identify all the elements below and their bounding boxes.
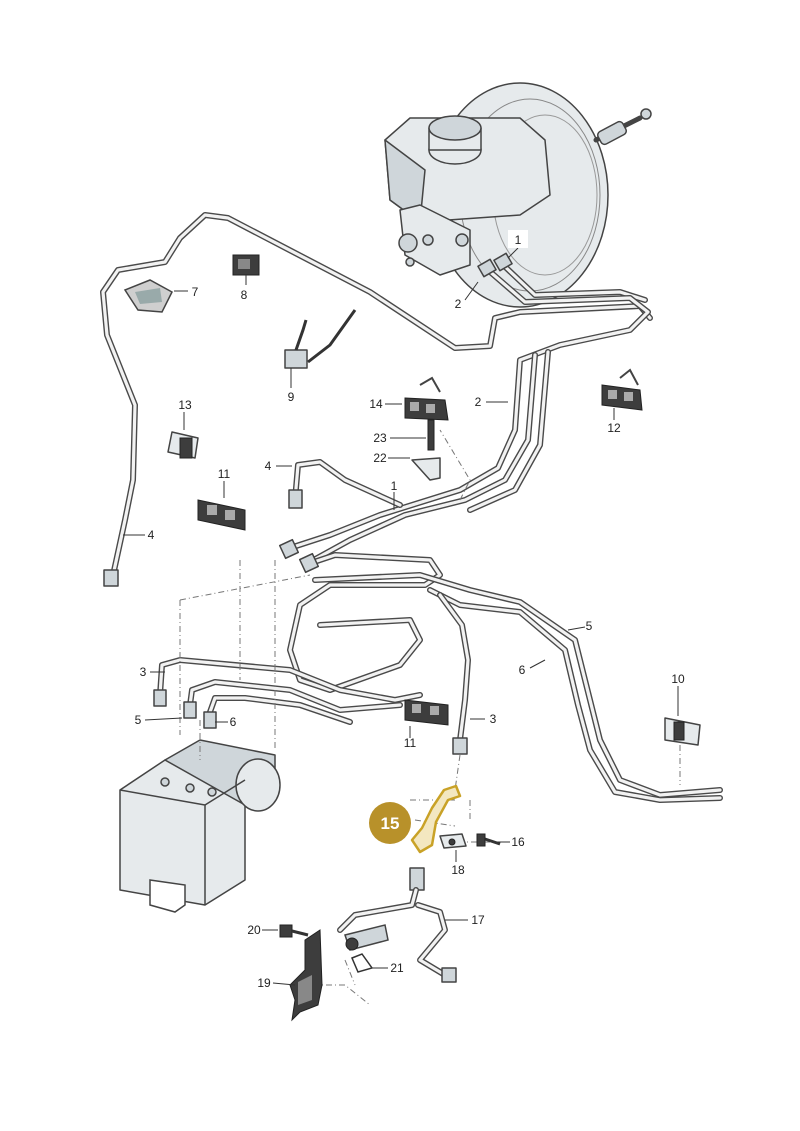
label-21: 21 — [390, 961, 404, 975]
label-8: 8 — [241, 288, 248, 302]
label-17: 17 — [471, 913, 485, 927]
clip-12 — [601, 368, 643, 411]
callout-circle[interactable] — [369, 802, 411, 844]
clip-21 — [351, 953, 374, 973]
clip-8 — [232, 254, 260, 276]
label-1-center: 1 — [391, 479, 398, 493]
label-6-right: 6 — [519, 663, 526, 677]
label-11-upper: 11 — [218, 467, 231, 481]
clip-13 — [167, 431, 199, 459]
label-4-left: 4 — [148, 528, 155, 542]
callout-15[interactable]: 15 — [369, 802, 411, 844]
brake-line-abs-left — [157, 657, 423, 725]
brake-line-3-right — [437, 592, 471, 755]
label-20: 20 — [247, 923, 261, 937]
brake-hose-17 — [337, 867, 457, 983]
brake-line-rear — [100, 212, 653, 583]
label-7: 7 — [192, 285, 199, 299]
label-23: 23 — [373, 431, 387, 445]
bolt-20 — [279, 924, 309, 938]
clip-11-lower — [404, 699, 449, 726]
label-2-right: 2 — [475, 395, 482, 409]
abs-unit — [119, 739, 281, 913]
label-22: 22 — [373, 451, 387, 465]
label-14: 14 — [369, 397, 383, 411]
label-12: 12 — [607, 421, 621, 435]
label-5-left: 5 — [135, 713, 142, 727]
sensor-9 — [284, 309, 357, 369]
label-group: 1 1 2 2 3 3 4 4 5 5 6 6 7 8 9 10 11 11 1… — [135, 230, 685, 990]
label-4-center: 4 — [265, 459, 272, 473]
label-16: 16 — [511, 835, 525, 849]
bracket-19 — [289, 929, 323, 1022]
brake-line-front-bundle — [287, 259, 651, 565]
label-9: 9 — [288, 390, 295, 404]
bolt-16 — [476, 833, 501, 847]
clip-10 — [664, 717, 701, 746]
label-18: 18 — [451, 863, 465, 877]
label-10: 10 — [671, 672, 685, 686]
brake-line-loop — [287, 552, 723, 803]
label-11-lower: 11 — [404, 736, 417, 750]
label-5-right: 5 — [586, 619, 593, 633]
clip-18 — [439, 833, 467, 849]
master-cylinder — [384, 115, 551, 276]
label-6-left: 6 — [230, 715, 237, 729]
grommet-7 — [123, 279, 173, 313]
label-3-left: 3 — [140, 665, 147, 679]
label-13: 13 — [178, 398, 192, 412]
clip-14 — [404, 376, 449, 421]
clip-11-upper — [197, 499, 246, 531]
leader-lines — [123, 247, 679, 986]
label-19: 19 — [257, 976, 271, 990]
label-box-1 — [508, 230, 528, 248]
bracket-15-highlighted[interactable] — [410, 784, 462, 854]
line-fittings — [103, 252, 513, 729]
label-2-top: 2 — [455, 297, 462, 311]
callout-label: 15 — [381, 814, 400, 833]
label-3-right: 3 — [490, 712, 497, 726]
label-1-top: 1 — [515, 233, 522, 247]
brake-line-4-center — [288, 459, 403, 509]
bracket-22-23 — [411, 419, 441, 481]
